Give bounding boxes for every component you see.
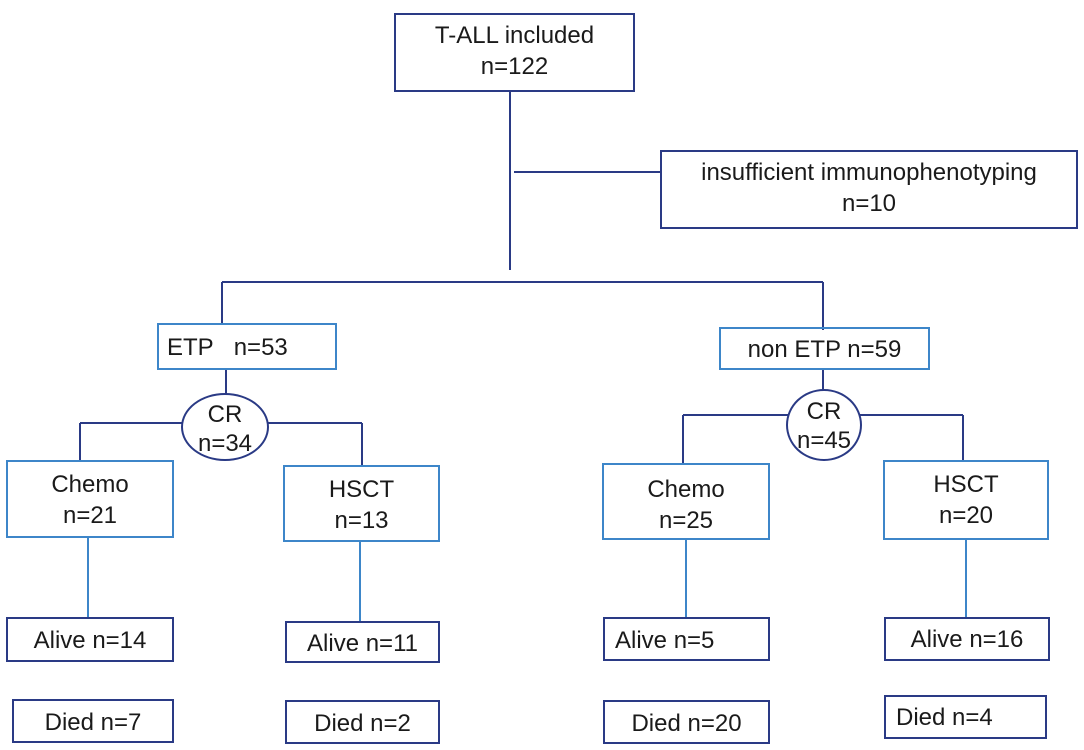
etp-chemo-died-box: Died n=7	[12, 699, 174, 743]
root-title: T-ALL included	[434, 22, 595, 49]
non-etp-hsct-died-box: Died n=4	[884, 695, 1047, 739]
etp-chemo-box: Chemo n=21	[6, 460, 174, 538]
non-etp-chemo-died: Died n=20	[631, 710, 742, 737]
non-etp-hsct-count: n=20	[938, 501, 994, 529]
non-etp-cr-title: CR	[806, 398, 842, 425]
root-box: T-ALL included n=122	[394, 13, 635, 92]
etp-hsct-alive: Alive n=11	[307, 630, 418, 657]
etp-chemo-died: Died n=7	[44, 709, 142, 736]
non-etp-hsct-alive-box: Alive n=16	[884, 617, 1050, 661]
etp-hsct-count: n=13	[334, 506, 389, 534]
non-etp-group-label: non ETP n=59	[747, 336, 902, 363]
exclusion-count: n=10	[841, 189, 897, 217]
etp-group-box: ETP n=53	[157, 323, 337, 370]
etp-hsct-box: HSCT n=13	[283, 465, 440, 542]
etp-group-count: n=53	[233, 334, 288, 361]
etp-hsct-died-box: Died n=2	[285, 700, 440, 744]
non-etp-hsct-alive: Alive n=16	[910, 626, 1024, 653]
non-etp-hsct-title: HSCT	[933, 471, 999, 498]
non-etp-chemo-box: Chemo n=25	[602, 463, 770, 540]
non-etp-group-box: non ETP n=59	[719, 327, 930, 370]
non-etp-chemo-alive-box: Alive n=5	[603, 617, 770, 661]
etp-cr-title: CR	[207, 401, 243, 428]
etp-chemo-alive-box: Alive n=14	[6, 617, 174, 662]
etp-cr-circle: CR n=34	[181, 393, 269, 461]
non-etp-hsct-box: HSCT n=20	[883, 460, 1049, 540]
non-etp-hsct-died: Died n=4	[896, 704, 993, 731]
non-etp-cr-circle: CR n=45	[786, 389, 862, 461]
etp-chemo-alive: Alive n=14	[33, 627, 147, 654]
etp-group-name: ETP	[167, 334, 214, 361]
non-etp-cr-count: n=45	[796, 426, 852, 454]
etp-hsct-title: HSCT	[328, 476, 395, 503]
etp-chemo-title: Chemo	[51, 471, 129, 498]
etp-cr-count: n=34	[197, 429, 253, 457]
non-etp-chemo-title: Chemo	[647, 476, 725, 503]
etp-hsct-died: Died n=2	[314, 710, 411, 737]
etp-hsct-alive-box: Alive n=11	[285, 621, 440, 663]
non-etp-chemo-count: n=25	[658, 506, 714, 534]
non-etp-chemo-alive: Alive n=5	[615, 627, 715, 654]
root-count: n=122	[480, 52, 549, 80]
etp-chemo-count: n=21	[62, 501, 118, 529]
exclusion-box: insufficient immunophenotyping n=10	[660, 150, 1078, 229]
exclusion-title: insufficient immunophenotyping	[701, 159, 1037, 186]
non-etp-chemo-died-box: Died n=20	[603, 700, 770, 744]
